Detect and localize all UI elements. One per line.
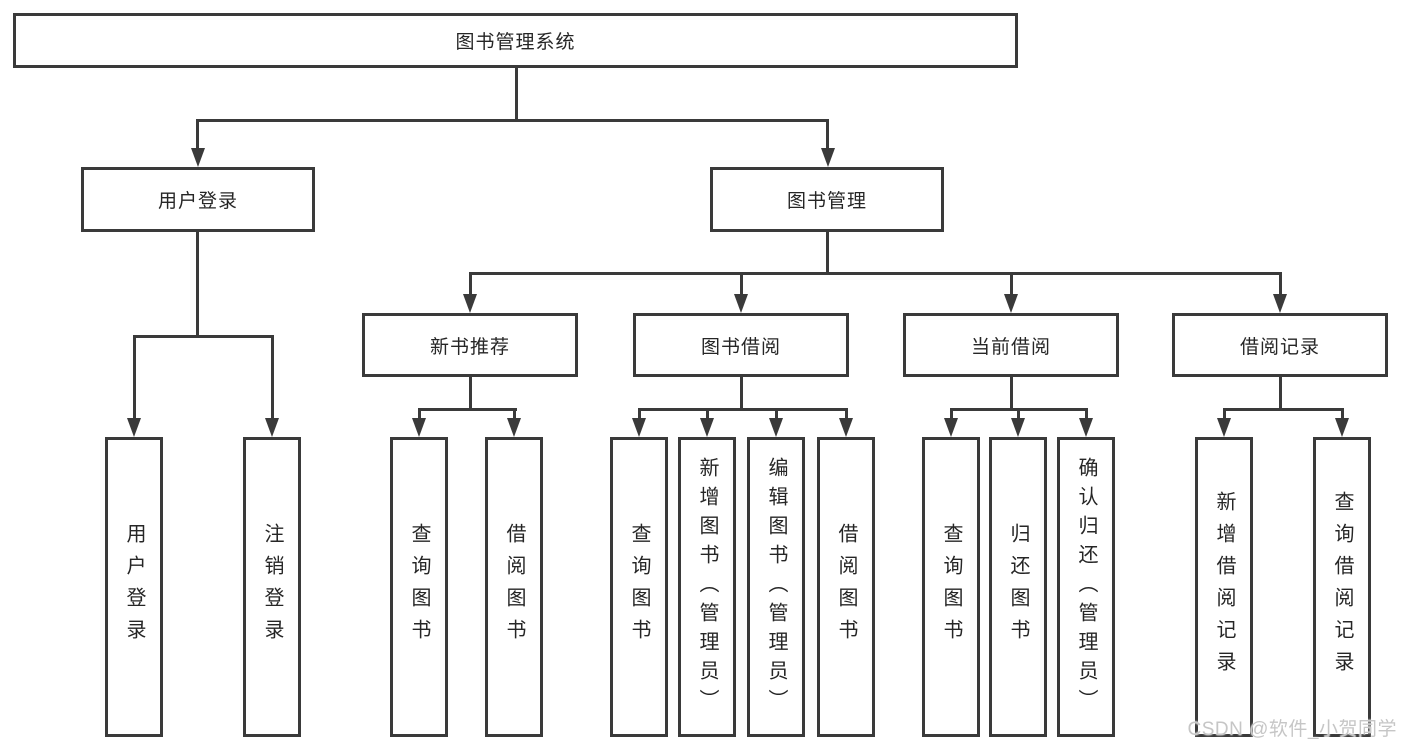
arrowhead-down-icon [412, 418, 426, 437]
node-borrowing-records: 借阅记录 [1172, 313, 1388, 377]
node-label: 借阅记录 [1239, 336, 1320, 358]
leaf-return-books: 归还图书 [989, 437, 1047, 737]
node-label: 图书管理 [786, 191, 867, 212]
edge-userlogin-branch [133, 335, 136, 420]
node-label: 图书管理系统 [455, 32, 576, 53]
edge-records-branch [1223, 408, 1226, 420]
edge-current-branch [1017, 408, 1020, 420]
edge-recommend-branch [513, 408, 516, 420]
leaf-query-books: 查询图书 [610, 437, 668, 737]
node-book-borrowing: 图书借阅 [633, 313, 849, 377]
leaf-user-login: 用户登录 [105, 437, 163, 737]
arrowhead-down-icon [839, 418, 853, 437]
node-label: 查询借阅记录 [1331, 491, 1353, 683]
edge-records-stem [1279, 377, 1282, 408]
edge-recommend-branch [418, 408, 421, 420]
arrowhead-down-icon [1004, 294, 1018, 313]
arrowhead-down-icon [734, 294, 748, 313]
arrowhead-down-icon [1335, 418, 1349, 437]
leaf-add-borrow-record: 新增借阅记录 [1195, 437, 1253, 737]
edge-root-hline [196, 119, 828, 122]
leaf-query-books: 查询图书 [922, 437, 980, 737]
edge-current-branch [1085, 408, 1088, 420]
node-user-login: 用户登录 [81, 167, 315, 232]
arrowhead-down-icon [127, 418, 141, 437]
edge-bookmgmt-branch [740, 272, 743, 296]
edge-userlogin-hline [133, 335, 274, 338]
arrowhead-down-icon [463, 294, 477, 313]
arrowhead-down-icon [632, 418, 646, 437]
edge-root-branch-left [196, 119, 199, 151]
node-label: 借阅图书 [835, 523, 857, 651]
node-label: 借阅图书 [503, 523, 525, 651]
node-label: 查询图书 [628, 523, 650, 651]
edge-borrowing-stem [740, 377, 743, 408]
edge-current-branch [950, 408, 953, 420]
arrowhead-down-icon [1217, 418, 1231, 437]
edge-bookmgmt-hline [469, 272, 1282, 275]
arrowhead-down-icon [700, 418, 714, 437]
arrowhead-down-icon [769, 418, 783, 437]
edge-root-stem [515, 68, 518, 119]
edge-records-branch [1341, 408, 1344, 420]
edge-recommend-stem [469, 377, 472, 408]
edge-bookmgmt-branch [469, 272, 472, 296]
arrowhead-down-icon [265, 418, 279, 437]
edge-recommend-hline [418, 408, 517, 411]
edge-borrowing-branch [775, 408, 778, 420]
arrowhead-down-icon [1273, 294, 1287, 313]
leaf-query-books: 查询图书 [390, 437, 448, 737]
arrowhead-down-icon [1011, 418, 1025, 437]
edge-bookmgmt-stem [826, 232, 829, 272]
edge-current-stem [1010, 377, 1013, 408]
node-label: 查询图书 [940, 523, 962, 651]
arrowhead-down-icon [191, 148, 205, 167]
edge-borrowing-hline [638, 408, 848, 411]
edge-userlogin-branch [271, 335, 274, 420]
leaf-borrow-books: 借阅图书 [817, 437, 875, 737]
leaf-add-books-admin: 新增图书（管理员） [678, 437, 736, 737]
leaf-logout: 注销登录 [243, 437, 301, 737]
node-label: 编辑图书（管理员） [765, 456, 787, 718]
node-new-book-recommend: 新书推荐 [362, 313, 578, 377]
arrowhead-down-icon [1079, 418, 1093, 437]
node-label: 用户登录 [157, 191, 238, 212]
leaf-edit-books-admin: 编辑图书（管理员） [747, 437, 805, 737]
edge-borrowing-branch [845, 408, 848, 420]
node-label: 归还图书 [1007, 523, 1029, 651]
node-label: 用户登录 [123, 523, 145, 651]
node-label: 新增图书（管理员） [696, 456, 718, 718]
node-label: 查询图书 [408, 523, 430, 651]
node-label: 新增借阅记录 [1213, 491, 1235, 683]
edge-userlogin-stem [196, 232, 199, 335]
edge-borrowing-branch [638, 408, 641, 420]
node-label: 确认归还（管理员） [1075, 456, 1097, 718]
edge-borrowing-branch [706, 408, 709, 420]
node-current-borrowing: 当前借阅 [903, 313, 1119, 377]
leaf-query-borrow-record: 查询借阅记录 [1313, 437, 1371, 737]
edge-records-hline [1223, 408, 1344, 411]
node-root-library-system: 图书管理系统 [13, 13, 1018, 68]
arrowhead-down-icon [944, 418, 958, 437]
node-book-management: 图书管理 [710, 167, 944, 232]
node-label: 注销登录 [261, 523, 283, 651]
node-label: 当前借阅 [970, 336, 1051, 358]
edge-bookmgmt-branch [1279, 272, 1282, 296]
leaf-borrow-books: 借阅图书 [485, 437, 543, 737]
node-label: 图书借阅 [700, 336, 781, 358]
leaf-confirm-return-admin: 确认归还（管理员） [1057, 437, 1115, 737]
csdn-watermark: CSDN @软件_小贺同学 [1187, 719, 1397, 740]
edge-bookmgmt-branch [1010, 272, 1013, 296]
node-label: 新书推荐 [429, 336, 510, 358]
arrowhead-down-icon [507, 418, 521, 437]
arrowhead-down-icon [821, 148, 835, 167]
edge-root-branch-right [826, 119, 829, 151]
